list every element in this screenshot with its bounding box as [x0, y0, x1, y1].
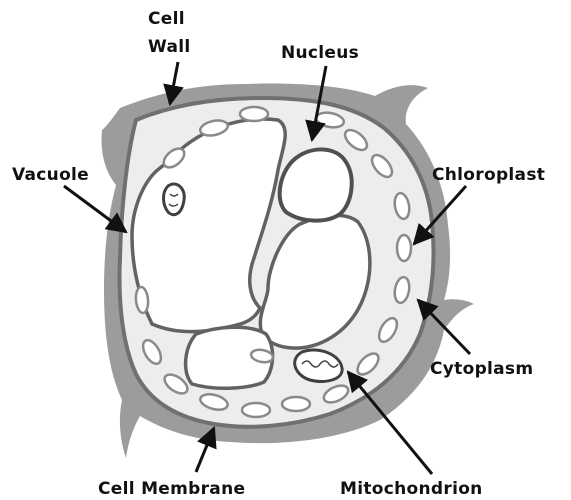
label-nucleus: Nucleus — [281, 43, 359, 63]
label-cytoplasm: Cytoplasm — [430, 359, 533, 379]
label-cell-membrane: Cell Membrane — [98, 479, 245, 499]
label-vacuole: Vacuole — [12, 165, 89, 185]
label-mitochondrion: Mitochondrion — [340, 479, 483, 499]
label-cell-wall-line2: Wall — [148, 37, 190, 57]
mitochondrion-small — [164, 184, 185, 215]
label-chloroplast: Chloroplast — [432, 165, 545, 185]
label-cell-wall-line1: Cell — [148, 9, 185, 29]
